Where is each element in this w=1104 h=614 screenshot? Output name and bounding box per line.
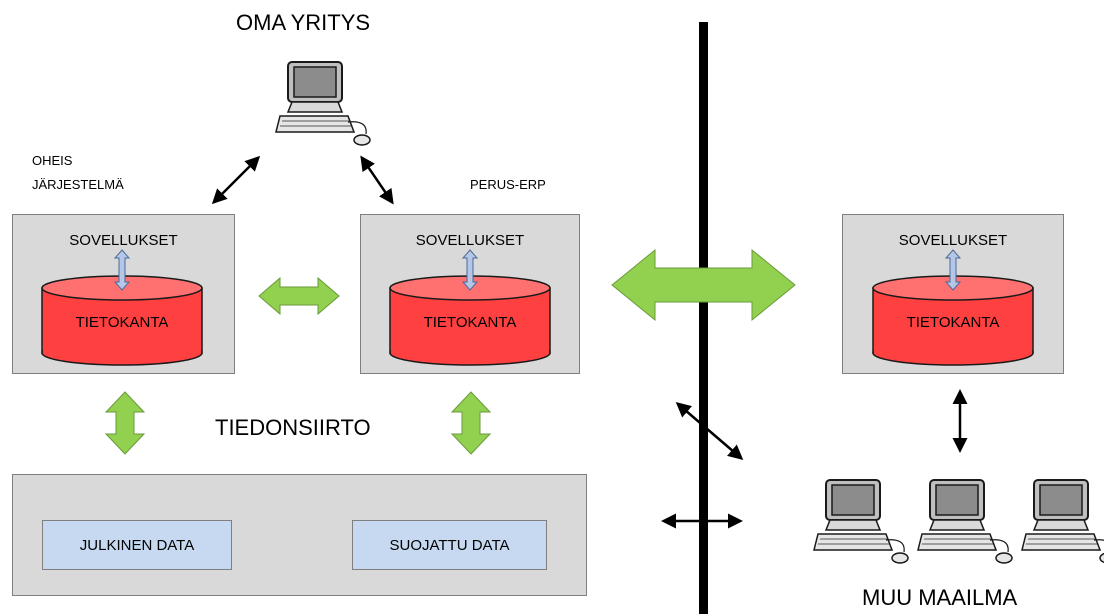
green-vertical-arrow-icon [450, 391, 492, 455]
public-data-box: JULKINEN DATA [42, 520, 232, 570]
app-db-arrow-icon [944, 249, 962, 291]
database-cylinder [872, 275, 1034, 366]
computer-icon [917, 479, 1013, 564]
oheis-label-line1: OHEIS [32, 153, 73, 168]
green-horizontal-arrow-icon [258, 276, 340, 316]
computer-icon [813, 479, 909, 564]
company-title: OMA YRITYS [236, 10, 371, 35]
app-db-arrow-icon [113, 249, 131, 291]
app-db-arrow-icon [461, 249, 479, 291]
apps-label: SOVELLUKSET [415, 232, 525, 249]
database-label: TIETOKANTA [75, 314, 169, 331]
computer-icon [1021, 479, 1104, 564]
apps-label: SOVELLUKSET [898, 232, 1008, 249]
green-horizontal-arrow-icon [611, 248, 796, 322]
database-label: TIETOKANTA [906, 314, 1000, 331]
tiedonsiirto-label: TIEDONSIIRTO [215, 415, 371, 440]
connection-arrow-icon [675, 402, 744, 460]
perus-erp-label: PERUS-ERP [470, 177, 546, 192]
green-vertical-arrow-icon [104, 391, 146, 455]
connection-arrow-icon [360, 155, 394, 205]
protected-data-box: SUOJATTU DATA [352, 520, 547, 570]
connection-arrow-icon [211, 155, 261, 205]
database-label: TIETOKANTA [423, 314, 517, 331]
computer-icon [275, 61, 371, 146]
muu-maailma-label: MUU MAAILMA [862, 585, 1018, 610]
boundary-divider [699, 22, 708, 614]
database-cylinder [389, 275, 551, 366]
apps-label: SOVELLUKSET [69, 232, 178, 249]
oheis-label-line2: JÄRJESTELMÄ [32, 177, 124, 192]
